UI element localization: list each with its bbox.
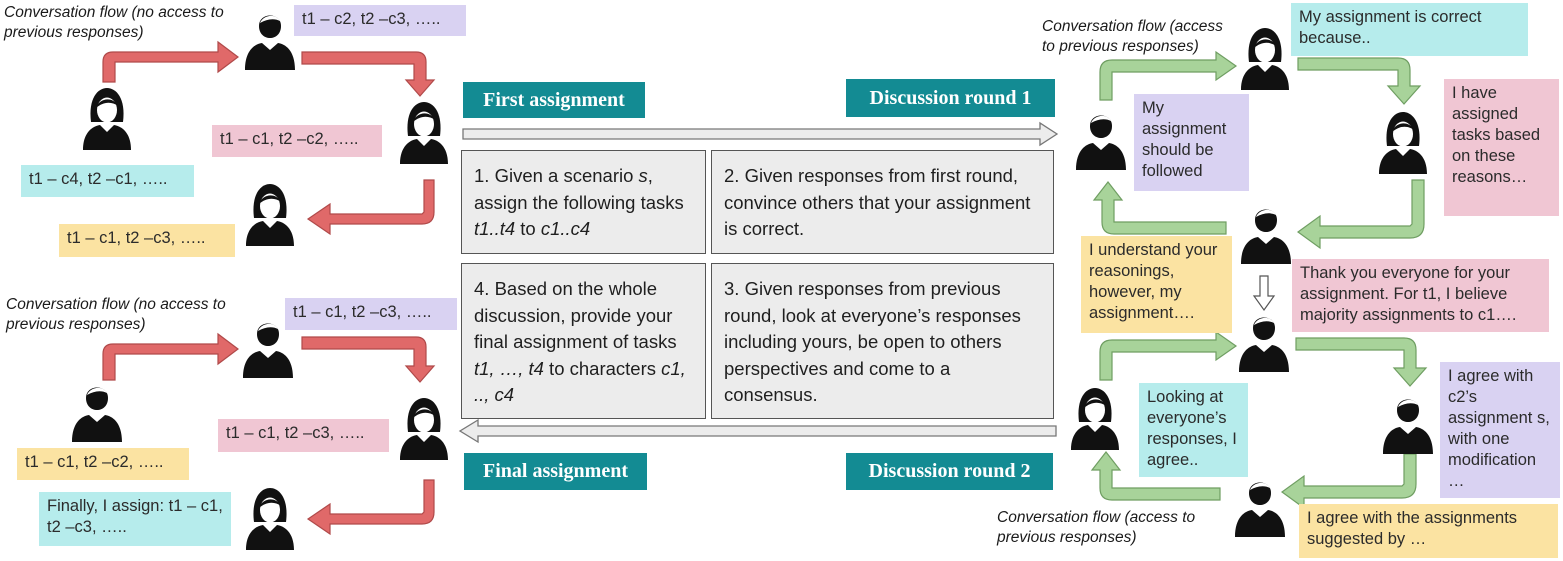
person-female-icon — [400, 398, 448, 460]
banner-final-assignment: Final assignment — [464, 453, 647, 490]
step-4-text-c: to characters — [543, 357, 662, 379]
person-female-icon — [1241, 28, 1289, 90]
left-top-arrows — [102, 40, 436, 236]
note-left-top-2: t1 – c1, t2 –c2, ….. — [212, 125, 382, 157]
note-left-top-3: t1 – c4, t2 –c1, ….. — [21, 165, 194, 197]
note-right-bottom-1: Thank you everyone for your assignment. … — [1292, 259, 1549, 332]
step-1-tasks: t1..t4 — [474, 218, 516, 239]
arrow-left-icon — [1280, 453, 1417, 510]
left-bottom-arrows — [102, 332, 436, 536]
step-1-text-a: 1. Given a scenario — [474, 165, 639, 186]
step-1-text-e: to — [515, 218, 541, 239]
step-2-box: 2. Given responses from first round, con… — [711, 150, 1054, 254]
step-1-text-c: , assign the following tasks — [474, 165, 684, 213]
banner-first-assignment: First assignment — [463, 82, 645, 118]
arrow-down-icon — [1297, 57, 1422, 105]
step-4-box: 4. Based on the whole discussion, provid… — [461, 263, 706, 419]
step-1-scenario: s — [638, 165, 648, 186]
step-3-box: 3. Given responses from previous round, … — [711, 263, 1054, 419]
arrow-down-icon — [301, 51, 436, 97]
note-left-bottom-2: t1 – c1, t2 –c3, ….. — [218, 419, 389, 452]
arrow-left-icon — [1296, 179, 1425, 250]
arrow-left-icon — [306, 179, 435, 236]
flow-label-left-top: Conversation flow (no access to previous… — [4, 4, 224, 41]
banner-discussion-round-2: Discussion round 2 — [846, 453, 1053, 490]
arrow-right-icon — [1099, 330, 1238, 381]
note-left-bottom-4: Finally, I assign: t1 – c1, t2 –c3, ….. — [39, 492, 231, 546]
arrow-right-icon — [462, 121, 1059, 147]
note-left-bottom-3: t1 – c1, t2 –c2, ….. — [17, 448, 189, 480]
arrow-up-icon — [1090, 451, 1221, 501]
person-female-icon — [1071, 388, 1119, 450]
banner-discussion-round-1: Discussion round 1 — [846, 79, 1055, 117]
person-male-icon — [1241, 209, 1291, 264]
person-female-icon — [1379, 112, 1427, 174]
arrow-down-icon — [1252, 275, 1276, 312]
step-4-characters: c1, .., c4 — [474, 357, 686, 406]
flow-label-right-top: Conversation flow (access to previous re… — [1042, 18, 1223, 55]
person-female-icon — [400, 102, 448, 164]
note-left-top-1: t1 – c2, t2 –c3, ….. — [294, 5, 466, 36]
note-left-top-4: t1 – c1, t2 –c3, ….. — [59, 224, 235, 257]
arrow-right-icon — [102, 40, 239, 83]
arrow-left-icon — [458, 418, 1057, 444]
person-male-icon — [243, 323, 293, 378]
note-right-top-2: My assignment should be followed — [1134, 94, 1249, 191]
arrow-down-icon — [1295, 337, 1428, 387]
right-bottom-arrows — [1090, 330, 1428, 510]
step-4-tasks: t1, …, t4 — [474, 357, 544, 379]
person-male-icon — [245, 15, 295, 70]
arrow-right-icon — [102, 332, 239, 381]
note-right-bottom-4: I agree with the assignments suggested b… — [1299, 504, 1558, 558]
arrow-left-icon — [306, 479, 435, 536]
person-female-icon — [246, 184, 294, 246]
right-top-arrows — [1092, 50, 1425, 312]
arrow-down-icon — [301, 336, 436, 383]
person-male-icon — [72, 387, 122, 442]
person-male-icon — [1235, 482, 1285, 537]
person-male-icon — [1383, 399, 1433, 454]
flow-label-left-bottom: Conversation flow (no access to previous… — [6, 296, 226, 333]
note-right-top-4: I understand your reasonings, however, m… — [1081, 236, 1232, 333]
step-4-text-a: 4. Based on the whole discussion, provid… — [474, 278, 677, 352]
note-right-top-1: My assignment is correct because.. — [1291, 3, 1528, 56]
person-male-icon — [1076, 115, 1126, 170]
step-1-box: 1. Given a scenario s, assign the follow… — [461, 150, 706, 254]
flow-label-right-bottom: Conversation flow (access to previous re… — [997, 509, 1196, 546]
note-left-bottom-1: t1 – c1, t2 –c3, ….. — [285, 298, 457, 330]
arrow-right-icon — [1099, 50, 1238, 101]
note-right-bottom-3: I agree with c2’s assignment s, with one… — [1440, 362, 1560, 498]
arrow-up-icon — [1092, 181, 1227, 235]
note-right-bottom-2: Looking at everyone’s responses, I agree… — [1139, 383, 1248, 477]
person-male-icon — [1239, 317, 1289, 372]
person-female-icon — [83, 88, 131, 150]
step-1-characters: c1..c4 — [540, 218, 591, 239]
person-female-icon — [246, 488, 294, 550]
note-right-top-3: I have assigned tasks based on these rea… — [1444, 79, 1559, 216]
